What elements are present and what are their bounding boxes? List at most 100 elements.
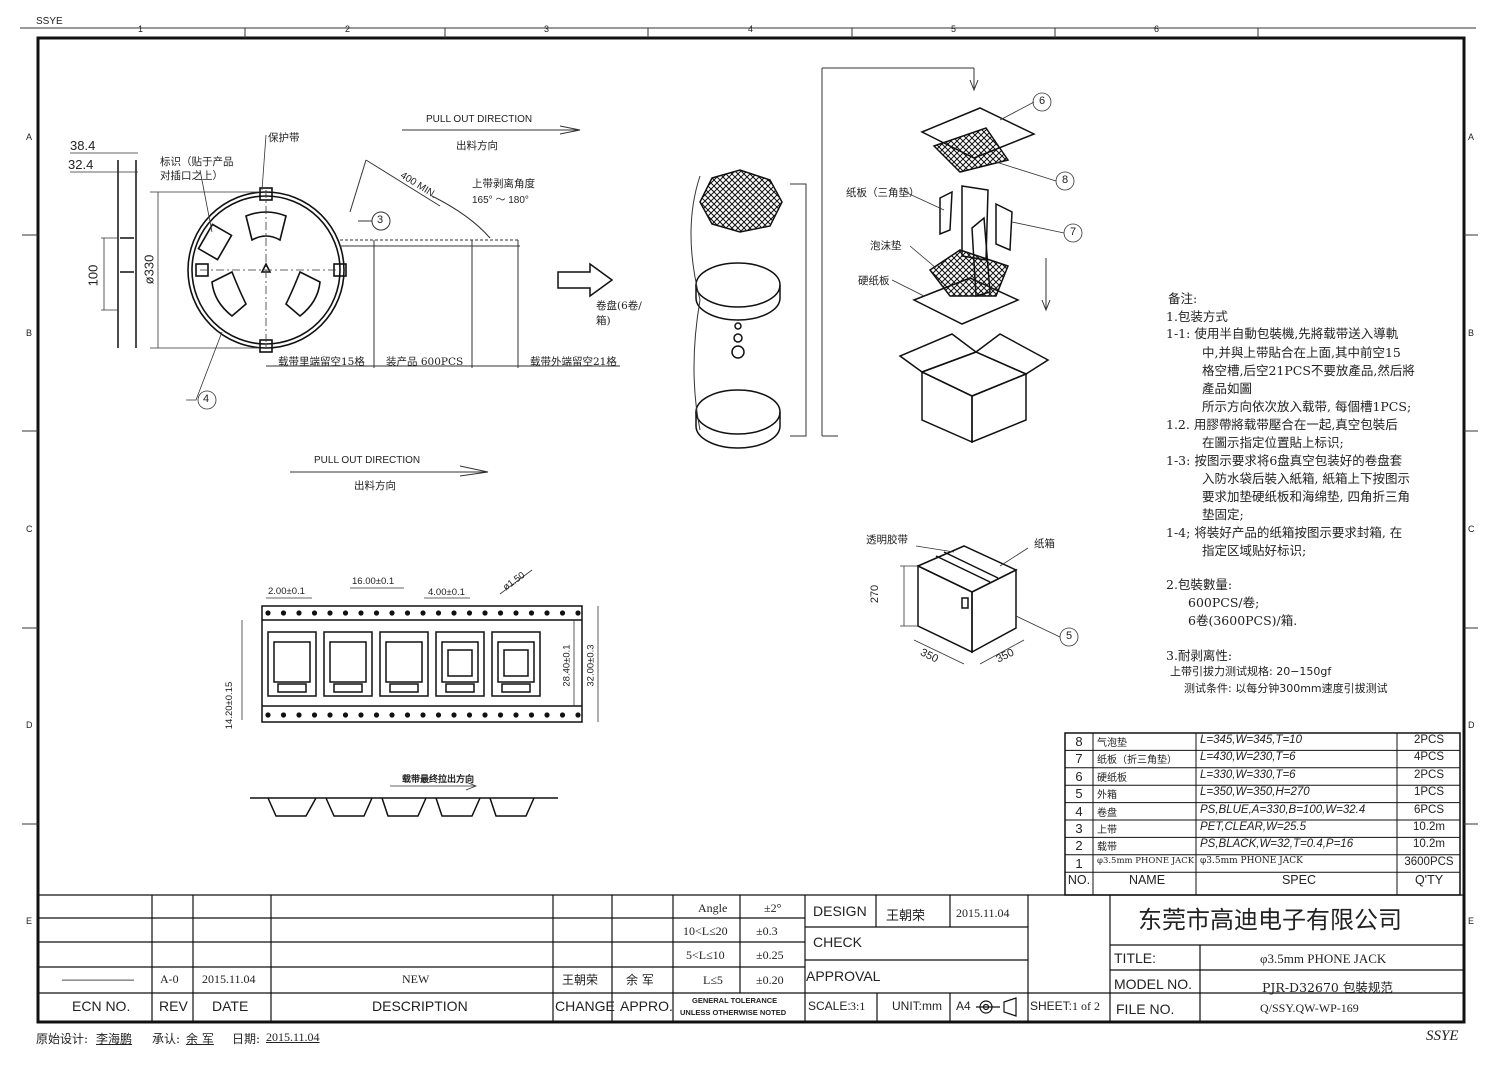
sprocket-hole (528, 610, 535, 616)
tol-1-v: ±0.3 (756, 924, 778, 938)
bom-cell-spec: L=330,W=330,T=6 (1200, 768, 1296, 781)
jack-outline (503, 649, 529, 677)
grid-row-b-right: B (1468, 328, 1475, 338)
bom-cell-spec: L=430,W=230,T=6 (1200, 751, 1296, 764)
head-desc: DESCRIPTION (372, 998, 468, 1014)
dim-14-20: 14.20±0.15 (224, 681, 236, 730)
bom-cell-no: 6 (1075, 768, 1083, 784)
scale-value: 3:1 (850, 999, 866, 1013)
label-carton: 纸箱 (1034, 538, 1055, 550)
file-label: FILE NO. (1116, 1001, 1175, 1017)
sprocket-hole (373, 610, 380, 616)
bom-cell-name: 上带 (1097, 825, 1117, 836)
grid-row-b: B (26, 328, 33, 338)
pull-out-direction-1: PULL OUT DIRECTION (426, 114, 533, 125)
sprocket-hole (389, 610, 395, 616)
peel-angle-range: 165° ～ 180° (472, 195, 529, 206)
corner-tag: SSYE (36, 16, 63, 27)
dim-32-00: 32.00±0.3 (585, 644, 597, 687)
tol-3-v: ±0.20 (756, 973, 784, 987)
sprocket-hole (451, 610, 457, 616)
bom-cell-qty: 6PCS (1413, 803, 1445, 816)
model-value: PJR-D32670 包裝规范 (1262, 980, 1393, 995)
sprocket-hole (311, 712, 318, 718)
bom-cell-qty: 10.2m (1413, 821, 1445, 833)
label-board: 纸板（三角垫） (846, 187, 920, 199)
tape-pocket (491, 631, 541, 697)
bom-cell-qty: 4PCS (1413, 751, 1445, 764)
dim-270: 270 (869, 584, 882, 604)
rev-value: A-0 (160, 972, 179, 986)
sprocket-hole (420, 610, 426, 616)
note-line: 600PCS/卷; (1188, 595, 1260, 610)
rev-appro: 余 军 (626, 973, 654, 987)
balloon-7: 7 (1070, 226, 1077, 238)
grid-col-6: 6 (1154, 24, 1160, 34)
tape-zone-right: 载带外端留空21格 (530, 356, 617, 368)
sprocket-hole (544, 610, 550, 616)
sheet-label: SHEET: (1030, 999, 1073, 1013)
label-foam: 泡沫垫 (870, 240, 902, 252)
tape-pocket (323, 631, 373, 697)
note-line: 在圖示指定位置貼上标识; (1202, 435, 1344, 450)
note-line: 格空槽,后空21PCS不要放產品,然后將 (1202, 363, 1415, 378)
sprocket-hole (420, 712, 426, 718)
tol-note-2: UNLESS OTHERWISE NOTED (680, 1008, 787, 1017)
sprocket-hole (528, 712, 535, 718)
scale-label: SCALE: (808, 999, 851, 1013)
balloon-5: 5 (1066, 630, 1073, 642)
balloon-6: 6 (1039, 95, 1046, 107)
label-hard-board: 硬纸板 (858, 275, 890, 287)
sheet-size: A4 (956, 999, 971, 1013)
tape-pocket-inner (441, 641, 479, 683)
bom-cell-name: 外箱 (1097, 790, 1117, 802)
sprocket-hole (575, 712, 581, 718)
note-line: 1.包装方式 (1166, 309, 1228, 324)
bom-cell-spec: L=345,W=345,T=10 (1200, 734, 1302, 746)
footer-tag: SSYE (1426, 1028, 1459, 1044)
footer-date-label: 日期: (232, 1032, 261, 1046)
unit-label: UNIT:mm (892, 999, 942, 1013)
peel-angle: 上带剥离角度 (472, 178, 535, 190)
bom-cell-name: 硬纸板 (1097, 772, 1127, 784)
bom-cell-name: 载带 (1097, 842, 1117, 854)
head-change: CHANGE (555, 998, 615, 1014)
bom-header-qty: Q'TY (1414, 873, 1444, 888)
sprocket-hole (311, 610, 318, 616)
sprocket-hole (466, 610, 473, 616)
bom-cell-no: 4 (1075, 803, 1083, 819)
sprocket-hole (265, 610, 271, 616)
sprocket-hole (513, 712, 519, 718)
note-line: 1-4; 将裝好产品的纸箱按图示要求封箱, 在 (1166, 525, 1403, 540)
bom-cell-name: φ3.5mm PHONE JACK (1097, 855, 1195, 866)
label-protect-tape: 保护带 (268, 132, 300, 144)
tape-pocket-inner (273, 641, 311, 683)
sprocket-hole (435, 712, 442, 718)
bom-cell-no: 7 (1075, 751, 1083, 767)
tape-pocket (435, 631, 485, 697)
sprocket-hole (342, 712, 349, 718)
tape-pocket-slot (445, 683, 475, 693)
bom-cell-no: 3 (1075, 821, 1083, 836)
tape-pocket-inner (329, 641, 367, 683)
grid-row-c: C (26, 524, 33, 534)
pull-out-cn-1: 出料方向 (456, 140, 498, 152)
sprocket-hole (389, 712, 395, 718)
dim-28-40: 28.40±0.1 (561, 644, 573, 687)
pull-out-direction-2: PULL OUT DIRECTION (314, 455, 421, 466)
dim-2-00: 2.00±0.1 (268, 586, 305, 597)
title-label: TITLE: (1114, 950, 1157, 966)
note-line: 测试条件: 以每分钟300mm速度引拔测试 (1184, 682, 1388, 695)
bom-cell-spec: φ3.5mm PHONE JACK (1200, 855, 1303, 866)
sprocket-hole (435, 610, 442, 616)
reel-stack-label-2: 箱) (596, 315, 611, 327)
pull-out-cn-2: 出料方向 (354, 480, 396, 492)
bom-cell-name: 卷盘 (1097, 807, 1117, 819)
dim-100: 100 (85, 264, 101, 287)
note-line: 所示方向依次放入载带, 每個槽1PCS; (1202, 399, 1412, 414)
note-line: 入防水袋后裝入紙箱, 紙箱上下按图示 (1202, 471, 1410, 486)
sprocket-hole (575, 610, 581, 616)
balloon-3: 3 (377, 214, 384, 226)
tape-pocket-slot (389, 683, 419, 693)
head-rev: REV (159, 998, 188, 1014)
